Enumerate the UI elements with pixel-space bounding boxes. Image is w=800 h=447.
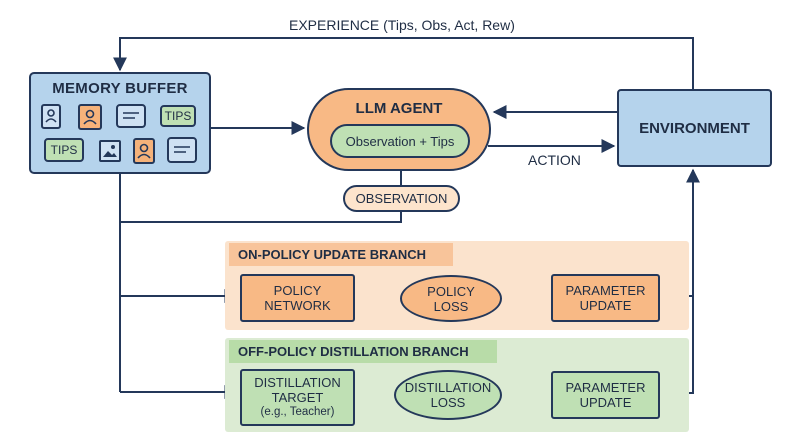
parameter-update-line-1: PARAMETER [565,380,646,395]
on-policy-branch-title: ON-POLICY UPDATE BRANCH [229,243,453,266]
on-policy-parameter-update-node: PARAMETER UPDATE [551,274,660,322]
policy-network-line-2: NETWORK [264,298,331,313]
parameter-update-line-2: UPDATE [579,395,632,410]
policy-loss-line-1: POLICY [427,283,475,299]
policy-loss-node: POLICY LOSS [400,275,502,322]
chat-bubble-icon [116,104,146,128]
policy-network-line-1: POLICY [273,283,322,298]
experience-label: EXPERIENCE (Tips, Obs, Act, Rew) [289,17,515,33]
distillation-loss-line-1: DISTILLATION [404,380,492,395]
action-label: ACTION [528,152,581,168]
tips-tag: TIPS [160,105,196,127]
observation-tips-pill: Observation + Tips [330,124,470,158]
observation-pill: OBSERVATION [343,185,460,212]
distillation-target-line-1: DISTILLATION [254,375,341,390]
chat-bubble-icon [167,137,197,163]
environment-box: ENVIRONMENT [617,89,772,167]
contact-card-icon [41,104,61,129]
observation-to-trunk-line [120,212,402,223]
memory-buffer-title: MEMORY BUFFER [52,80,188,97]
distillation-target-line-3: (e.g., Teacher) [260,406,335,418]
user-card-icon [133,138,155,164]
llm-agent-title: LLM AGENT [355,100,443,117]
off-policy-parameter-update-node: PARAMETER UPDATE [551,371,660,419]
distillation-loss-line-2: LOSS [430,395,466,410]
policy-network-node: POLICY NETWORK [240,274,355,322]
memory-buffer: MEMORY BUFFER TIPS TIPS [29,72,211,174]
parameter-update-line-1: PARAMETER [565,283,646,298]
off-policy-branch-title: OFF-POLICY DISTILLATION BRANCH [229,340,497,363]
policy-loss-line-2: LOSS [433,298,469,314]
parameter-update-line-2: UPDATE [579,298,632,313]
experience-arrow [113,37,694,89]
distillation-target-node: DISTILLATION TARGET (e.g., Teacher) [240,369,355,426]
distillation-target-line-2: TARGET [271,390,324,405]
distillation-loss-node: DISTILLATION LOSS [394,370,502,420]
image-stack-icon [99,140,121,162]
tips-tag: TIPS [44,138,84,162]
user-card-icon [78,104,102,130]
